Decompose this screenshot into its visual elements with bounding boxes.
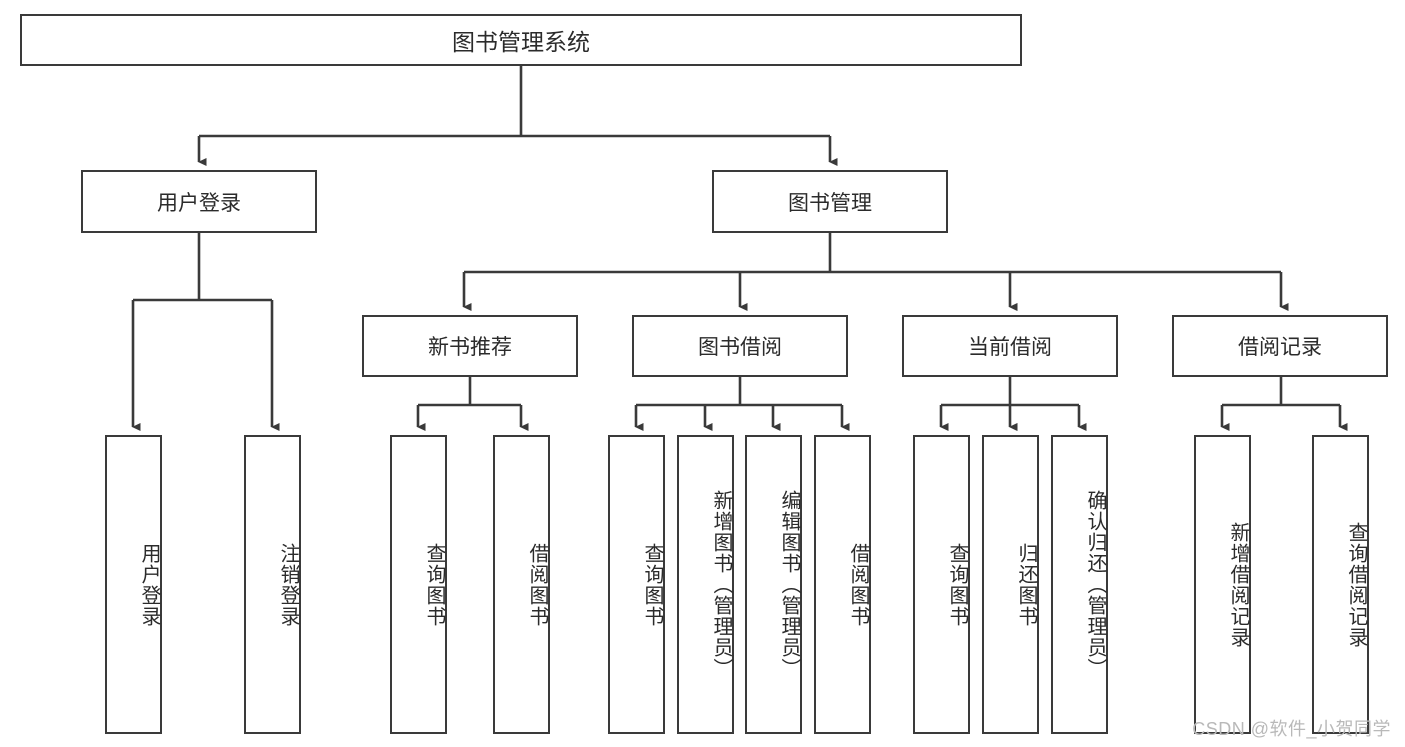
node-book-management[interactable]: 图书管理 [712, 170, 948, 233]
node-book-borrow-label: 图书借阅 [698, 336, 782, 359]
node-leaf-borrow-book-1-label: 借阅图书 [526, 542, 548, 627]
node-leaf-query-book-3[interactable]: 查询图书 [913, 435, 970, 734]
node-leaf-add-borrow-record-label: 新增借阅记录 [1227, 521, 1249, 648]
node-leaf-query-borrow-record-label: 查询借阅记录 [1345, 521, 1367, 648]
node-user-login-label: 用户登录 [157, 191, 241, 215]
node-leaf-logout-login[interactable]: 注销登录 [244, 435, 301, 734]
node-book-borrow[interactable]: 图书借阅 [632, 315, 848, 377]
node-new-book-recommend[interactable]: 新书推荐 [362, 315, 578, 377]
node-root-system-label: 图书管理系统 [452, 29, 590, 55]
node-book-management-label: 图书管理 [788, 191, 872, 215]
node-borrow-record-label: 借阅记录 [1238, 336, 1322, 359]
node-leaf-logout-login-label: 注销登录 [277, 542, 299, 627]
node-leaf-confirm-return-admin[interactable]: 确认归还（管理员） [1051, 435, 1108, 734]
node-root-system[interactable]: 图书管理系统 [20, 14, 1022, 66]
node-leaf-add-book-admin-label: 新增图书（管理员） [710, 490, 732, 679]
node-leaf-query-book-2-label: 查询图书 [641, 542, 663, 627]
node-leaf-edit-book-admin[interactable]: 编辑图书（管理员） [745, 435, 802, 734]
node-leaf-user-login-label: 用户登录 [138, 542, 160, 627]
csdn-watermark: CSDN @软件_小贺同学 [1192, 719, 1391, 739]
node-leaf-return-book-label: 归还图书 [1015, 542, 1037, 627]
node-leaf-user-login[interactable]: 用户登录 [105, 435, 162, 734]
node-leaf-borrow-book-1[interactable]: 借阅图书 [493, 435, 550, 734]
node-current-borrow-label: 当前借阅 [968, 336, 1052, 359]
node-leaf-query-book-1[interactable]: 查询图书 [390, 435, 447, 734]
node-leaf-return-book[interactable]: 归还图书 [982, 435, 1039, 734]
node-current-borrow[interactable]: 当前借阅 [902, 315, 1118, 377]
node-leaf-query-borrow-record[interactable]: 查询借阅记录 [1312, 435, 1369, 734]
node-leaf-query-book-1-label: 查询图书 [423, 542, 445, 627]
node-leaf-confirm-return-admin-label: 确认归还（管理员） [1084, 490, 1106, 679]
node-leaf-query-book-2[interactable]: 查询图书 [608, 435, 665, 734]
node-user-login[interactable]: 用户登录 [81, 170, 317, 233]
node-leaf-add-book-admin[interactable]: 新增图书（管理员） [677, 435, 734, 734]
node-leaf-borrow-book-2[interactable]: 借阅图书 [814, 435, 871, 734]
node-leaf-borrow-book-2-label: 借阅图书 [847, 542, 869, 627]
node-new-book-recommend-label: 新书推荐 [428, 336, 512, 359]
node-leaf-edit-book-admin-label: 编辑图书（管理员） [778, 490, 800, 679]
node-leaf-query-book-3-label: 查询图书 [946, 542, 968, 627]
node-borrow-record[interactable]: 借阅记录 [1172, 315, 1388, 377]
node-leaf-add-borrow-record[interactable]: 新增借阅记录 [1194, 435, 1251, 734]
